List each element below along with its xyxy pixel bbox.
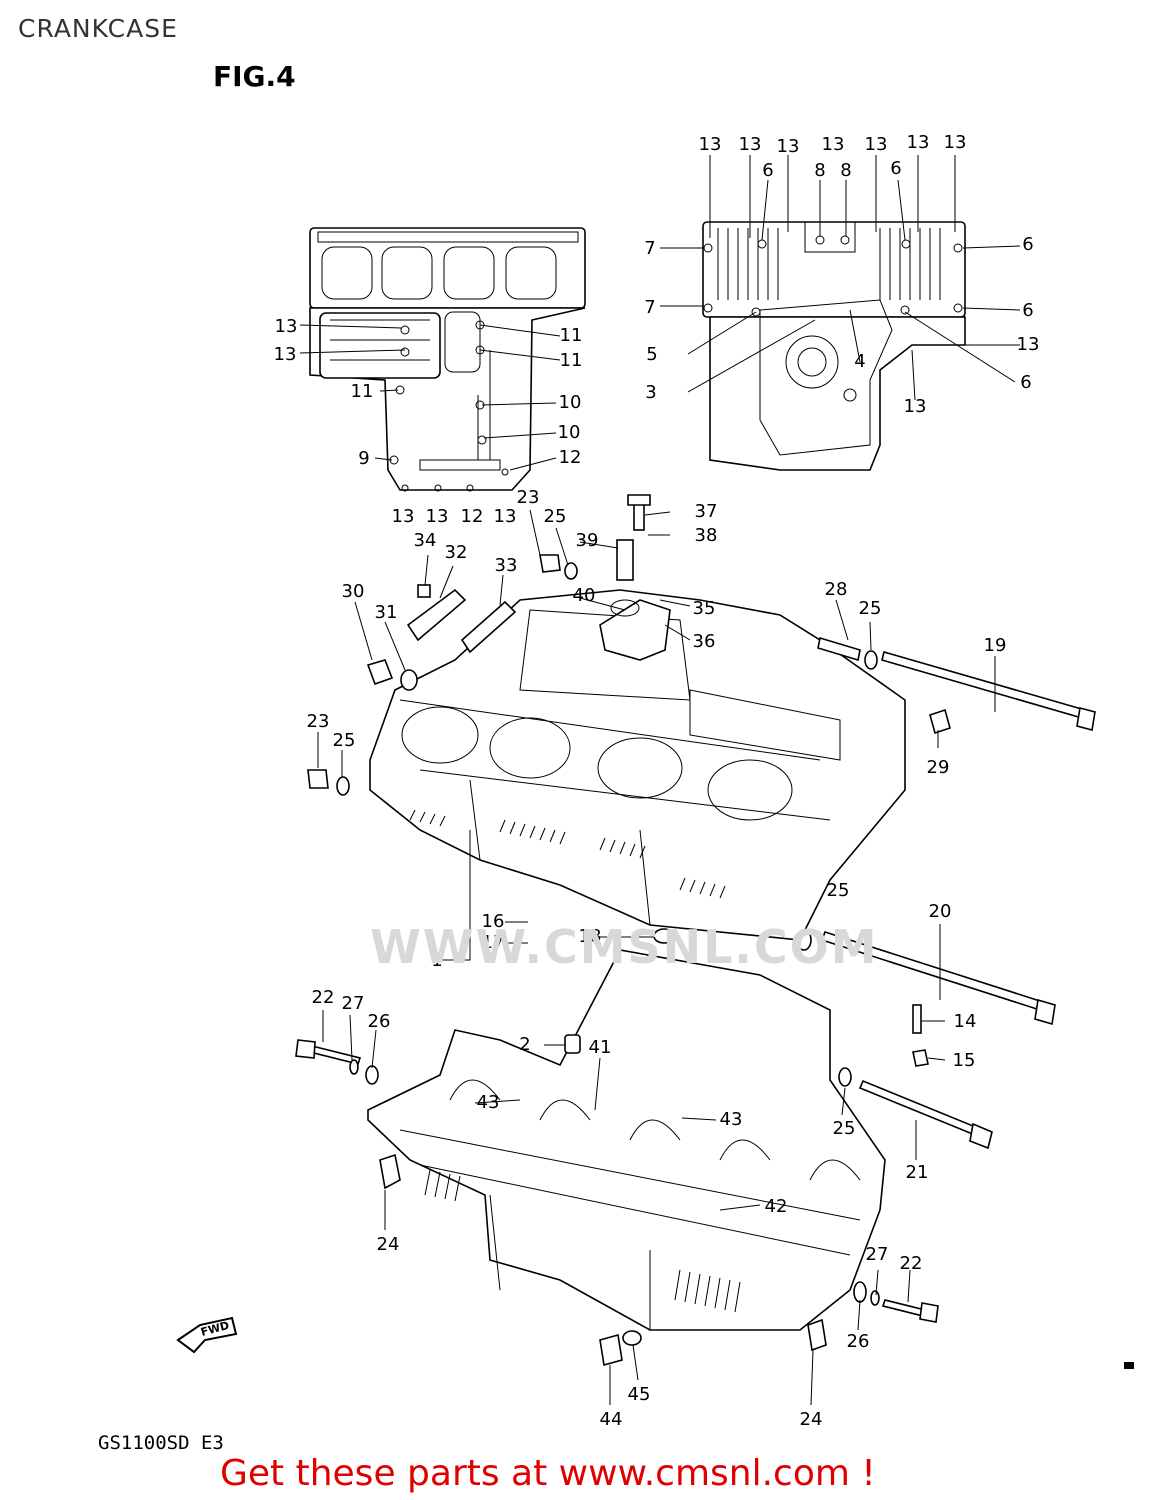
callout-11: 11 — [560, 350, 583, 371]
callout-13: 13 — [494, 506, 517, 527]
callout-10: 10 — [558, 422, 581, 443]
callout-3: 3 — [645, 382, 656, 403]
callout-13: 13 — [275, 316, 298, 337]
callout-37: 37 — [695, 501, 718, 522]
callout-36: 36 — [693, 631, 716, 652]
forward-arrow-icon: FWD — [176, 1316, 238, 1354]
callout-44: 44 — [600, 1409, 623, 1430]
callout-4: 4 — [854, 351, 865, 372]
callout-13: 13 — [944, 132, 967, 153]
model-code: GS1100SD E3 — [98, 1432, 224, 1454]
callout-15: 15 — [953, 1050, 976, 1071]
callout-29: 29 — [927, 757, 950, 778]
callout-13: 13 — [699, 134, 722, 155]
callout-24: 24 — [800, 1409, 823, 1430]
callout-12: 12 — [461, 506, 484, 527]
callout-22: 22 — [312, 987, 335, 1008]
callout-11: 11 — [351, 381, 374, 402]
callout-6: 6 — [1020, 372, 1031, 393]
callout-40: 40 — [573, 585, 596, 606]
cover-assembly — [599, 494, 671, 661]
leader-lines — [299, 155, 1021, 1406]
callout-10: 10 — [559, 392, 582, 413]
callout-28: 28 — [825, 579, 848, 600]
callout-8: 8 — [840, 160, 851, 181]
callout-33: 33 — [495, 555, 518, 576]
callout-1: 1 — [431, 950, 442, 971]
callout-23: 23 — [307, 711, 330, 732]
callout-13: 13 — [274, 344, 297, 365]
callout-25: 25 — [544, 506, 567, 527]
callout-41: 41 — [589, 1037, 612, 1058]
callout-12: 12 — [559, 447, 582, 468]
callout-38: 38 — [695, 525, 718, 546]
callout-43: 43 — [477, 1092, 500, 1113]
callout-6: 6 — [762, 160, 773, 181]
callout-27: 27 — [866, 1244, 889, 1265]
watermark: WWW.CMSNL.COM — [370, 920, 879, 974]
callout-7: 7 — [644, 297, 655, 318]
page-title: CRANKCASE — [18, 14, 178, 43]
figure-label: FIG.4 — [213, 60, 296, 93]
callout-23: 23 — [517, 487, 540, 508]
callout-6: 6 — [890, 158, 901, 179]
callout-11: 11 — [560, 325, 583, 346]
callout-24: 24 — [377, 1234, 400, 1255]
callout-25: 25 — [333, 730, 356, 751]
callout-13: 13 — [739, 134, 762, 155]
callout-13: 13 — [1017, 334, 1040, 355]
callout-25: 25 — [859, 598, 882, 619]
callout-18: 18 — [579, 926, 602, 947]
footer-cta-link[interactable]: Get these parts at www.cmsnl.com ! — [220, 1453, 876, 1494]
callout-14: 14 — [954, 1011, 977, 1032]
callout-20: 20 — [929, 901, 952, 922]
callout-25: 25 — [833, 1118, 856, 1139]
callout-9: 9 — [358, 448, 369, 469]
callout-31: 31 — [375, 602, 398, 623]
long-bolts — [295, 636, 1096, 1323]
callout-5: 5 — [646, 344, 657, 365]
end-marker — [1124, 1362, 1134, 1369]
callout-6: 6 — [1022, 234, 1033, 255]
callout-32: 32 — [445, 542, 468, 563]
callout-17: 17 — [482, 932, 505, 953]
callout-13: 13 — [904, 396, 927, 417]
callout-34: 34 — [414, 530, 437, 551]
callout-8: 8 — [814, 160, 825, 181]
callout-30: 30 — [342, 581, 365, 602]
callout-35: 35 — [693, 598, 716, 619]
washers-nuts — [307, 554, 951, 1367]
callout-13: 13 — [907, 132, 930, 153]
callout-26: 26 — [368, 1011, 391, 1032]
callout-13: 13 — [426, 506, 449, 527]
callout-13: 13 — [392, 506, 415, 527]
callout-13: 13 — [865, 134, 888, 155]
callout-27: 27 — [342, 993, 365, 1014]
callout-13: 13 — [822, 134, 845, 155]
callout-45: 45 — [628, 1384, 651, 1405]
callout-21: 21 — [906, 1162, 929, 1183]
inset-right-crankcase — [702, 221, 966, 471]
callout-2: 2 — [519, 1034, 530, 1055]
callout-42: 42 — [765, 1196, 788, 1217]
callout-19: 19 — [984, 635, 1007, 656]
callout-13: 13 — [777, 136, 800, 157]
inset-left-crankcase — [309, 227, 586, 492]
callout-43: 43 — [720, 1109, 743, 1130]
callout-16: 16 — [482, 911, 505, 932]
callout-22: 22 — [900, 1253, 923, 1274]
callout-39: 39 — [576, 530, 599, 551]
lower-crankcase — [367, 949, 886, 1331]
callout-7: 7 — [644, 238, 655, 259]
callout-26: 26 — [847, 1331, 870, 1352]
callout-25: 25 — [827, 880, 850, 901]
callout-6: 6 — [1022, 300, 1033, 321]
